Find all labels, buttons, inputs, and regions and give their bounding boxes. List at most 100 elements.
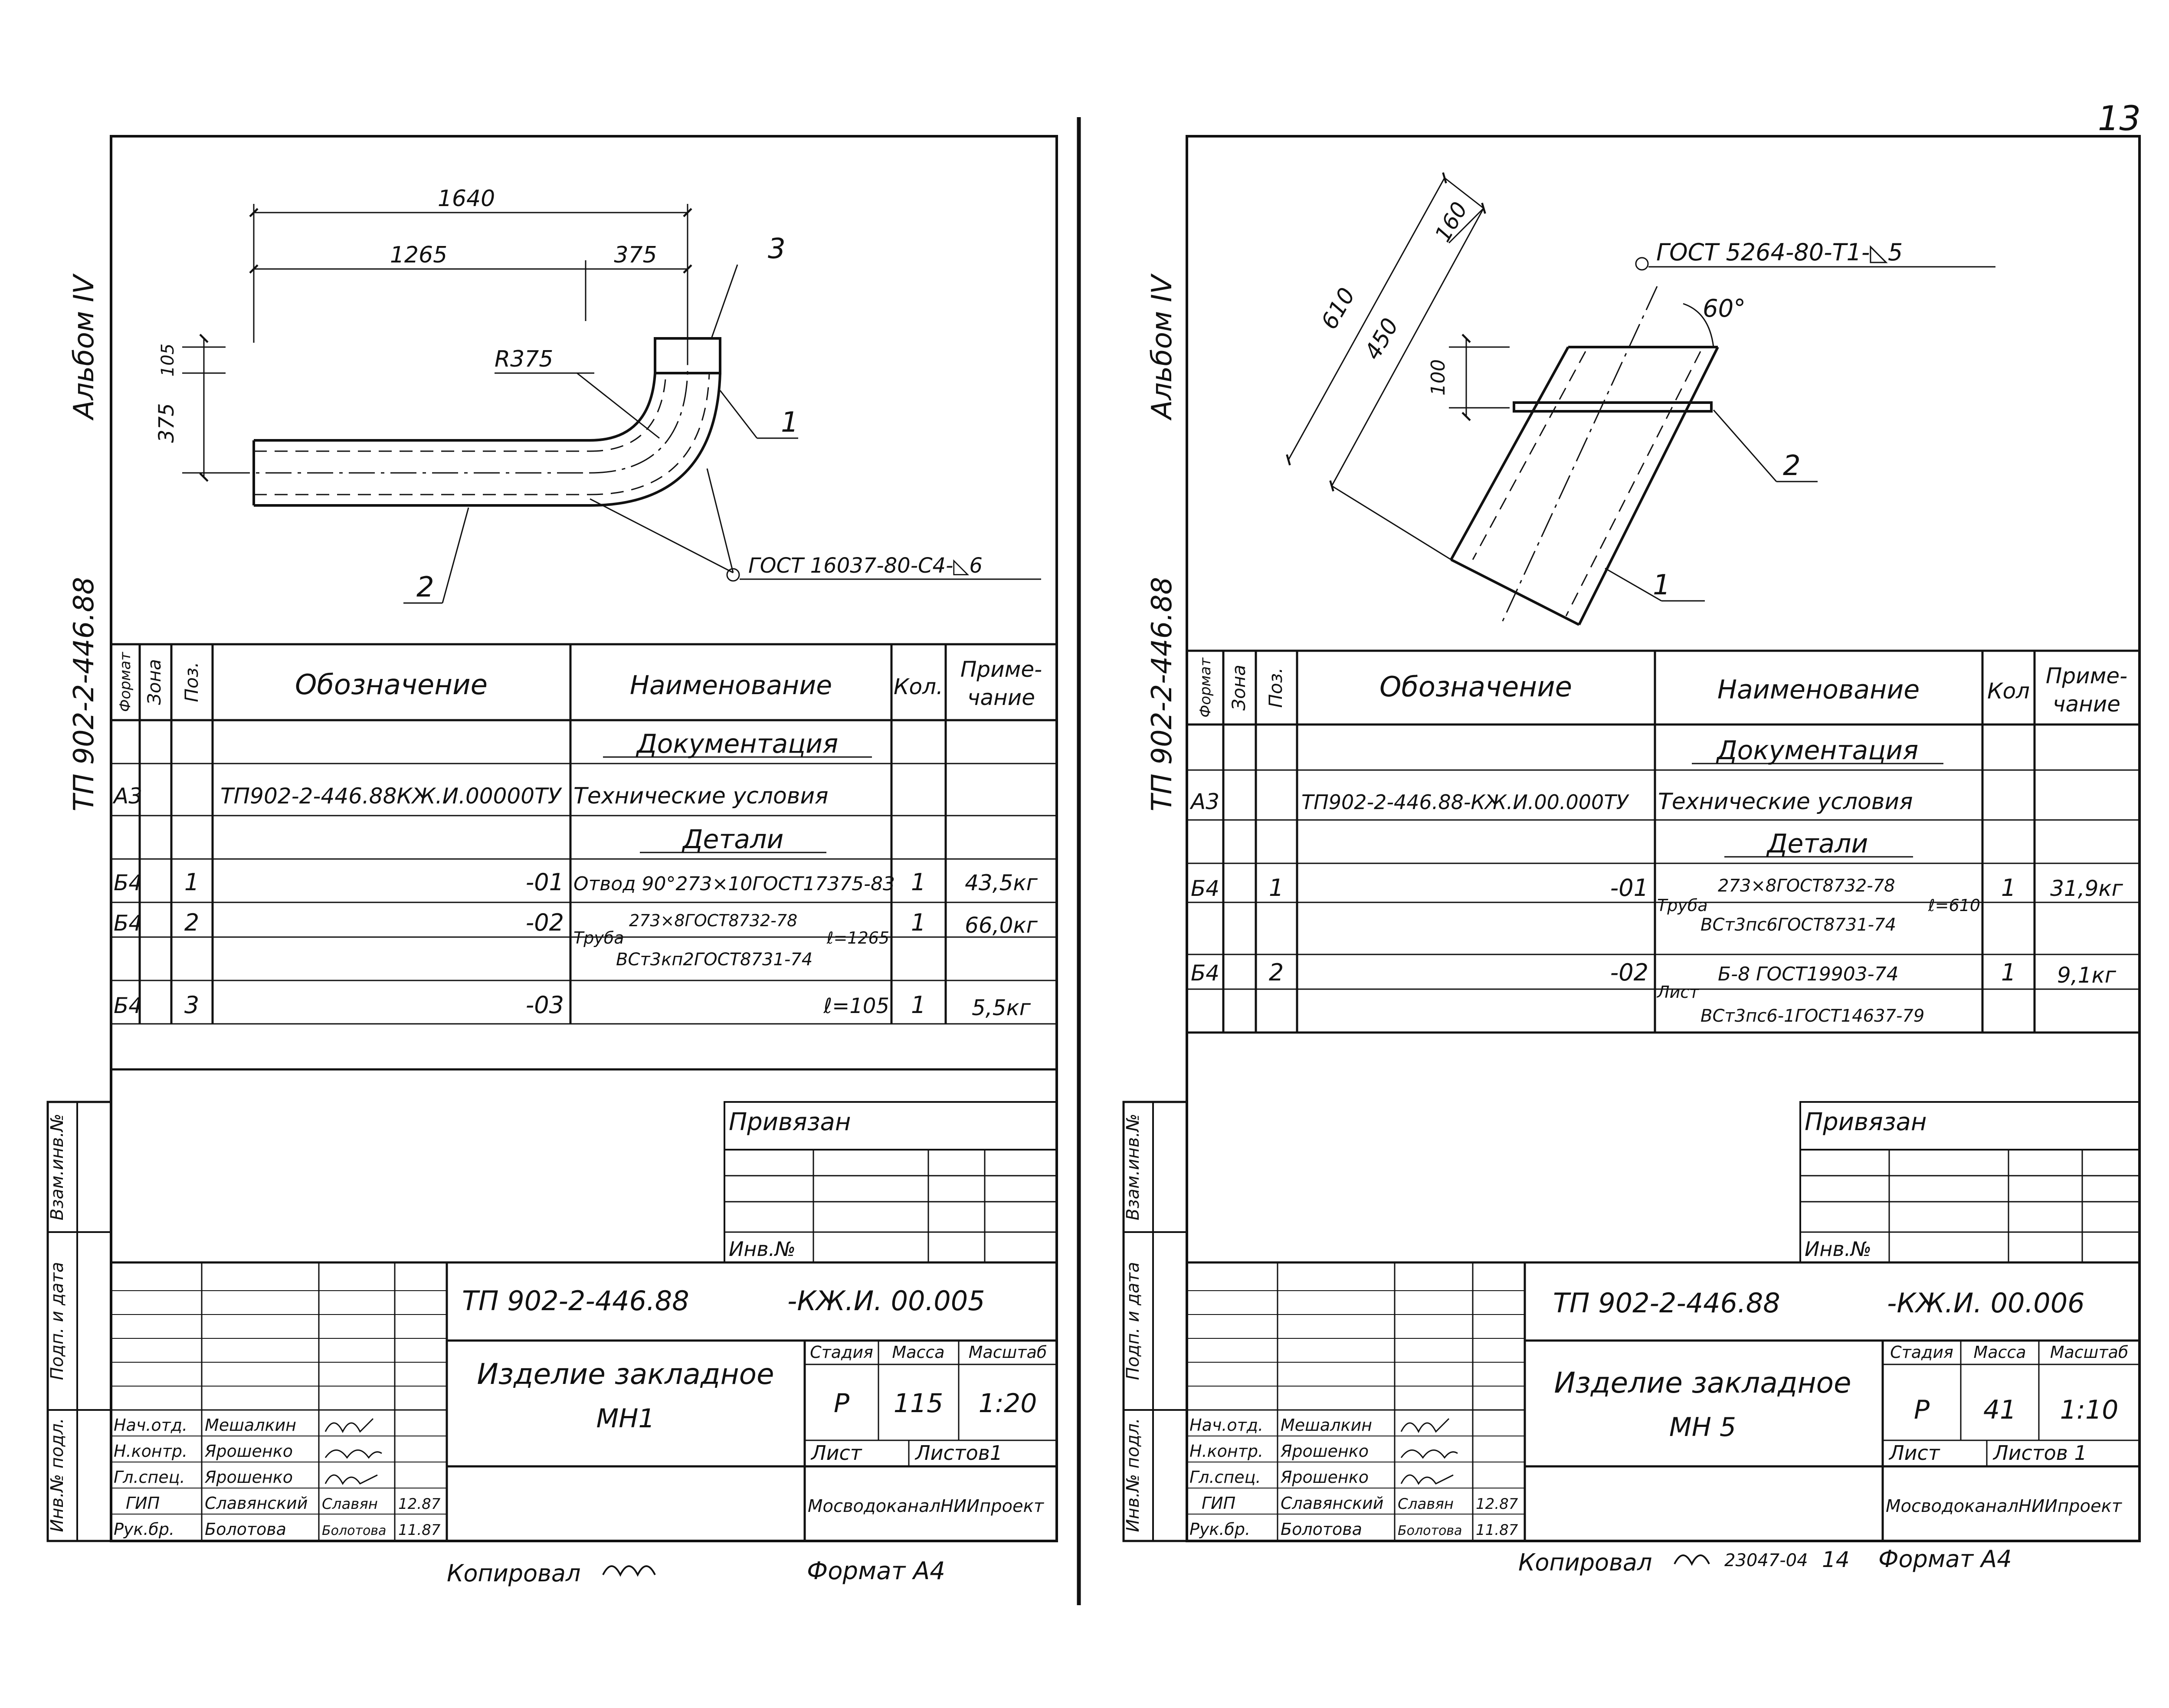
staff-name: Мешалкин	[1281, 1416, 1372, 1435]
sheets-count-label: Листов1	[914, 1441, 1003, 1465]
row-format: Б4	[114, 911, 142, 936]
row-pos: 3	[184, 991, 199, 1019]
title-code: ТП 902-2-446.88	[1553, 1287, 1780, 1319]
dim-450: 450	[1360, 314, 1404, 364]
row-format: Б4	[114, 993, 142, 1018]
row-name: ℓ=105	[823, 994, 889, 1018]
section-parts: Детали	[1766, 829, 1868, 859]
inv-no-label: Инв.№	[729, 1237, 796, 1261]
row-note: 31,9кг	[2050, 876, 2123, 901]
col-zone-header: Зона	[1228, 665, 1249, 711]
col-format-header: Формат	[1197, 657, 1214, 718]
privyazan-block	[1799, 1101, 2140, 1263]
dim-total: 1640	[438, 186, 495, 212]
row-name-prefix: Труба	[1657, 896, 1708, 915]
side-stamp-column	[1122, 1101, 1188, 1542]
copy-number: 23047-04	[1724, 1551, 1808, 1570]
dim-radius: R375	[495, 346, 553, 372]
stage-value: Р	[1914, 1395, 1930, 1425]
stage-value: Р	[834, 1388, 850, 1419]
row-pos: 1	[1269, 874, 1284, 902]
staff-role: Рук.бр.	[1189, 1520, 1250, 1539]
staff-signature: Болотова	[1398, 1523, 1462, 1538]
title-code-suffix: -КЖ.И. 00.006	[1887, 1287, 2085, 1319]
signature-scribbles	[1400, 1418, 1458, 1485]
staff-signature: Славян	[322, 1495, 378, 1513]
dim-100: 100	[1427, 359, 1449, 396]
format-label: Формат А4	[1878, 1545, 2012, 1573]
row-name-prefix: Лист	[1656, 983, 1700, 1002]
row-format: А3	[112, 784, 142, 809]
section-documentation: Документация	[636, 729, 838, 759]
row-pos: 2	[1269, 959, 1284, 986]
row-designation: -03	[526, 991, 564, 1019]
inv-no-label: Инв.№	[1805, 1237, 1871, 1261]
side-stamp-inv: Инв.№ подл.	[47, 1418, 67, 1532]
staff-name: Славянский	[205, 1494, 308, 1513]
privyazan-block	[724, 1101, 1058, 1263]
row-designation: -02	[1610, 959, 1648, 986]
col-qty-header: Кол	[1987, 679, 2030, 704]
stage-label: Стадия	[1890, 1343, 1953, 1362]
copied-label: Копировал	[447, 1560, 581, 1587]
row-format: Б4	[114, 870, 142, 895]
staff-role: Гл.спец.	[114, 1468, 185, 1487]
product-title-2: МН 5	[1669, 1412, 1736, 1442]
staff-role: Н.контр.	[1189, 1442, 1263, 1461]
copy-sheet: 14	[1822, 1547, 1850, 1572]
col-name-header: Наименование	[1717, 675, 1920, 705]
row-qty: 1	[911, 991, 926, 1019]
product-title-2: МН1	[596, 1403, 655, 1434]
col-designation-header: Обозначение	[295, 669, 488, 701]
staff-name: Ярошенко	[204, 1442, 293, 1461]
row-note: 9,1кг	[2057, 963, 2117, 988]
side-stamp-vzam: Взам.инв.№	[1123, 1114, 1143, 1220]
row-format: Б4	[1191, 876, 1219, 901]
title-block	[1187, 1261, 2140, 1541]
row-note: 43,5кг	[965, 870, 1038, 895]
callout-2: 2	[416, 571, 434, 603]
side-stamp-podp: Подп. и дата	[1123, 1262, 1143, 1380]
staff-name: Славянский	[1281, 1494, 1383, 1513]
row-name: Отвод 90°273×10ГОСТ17375-83	[573, 873, 895, 895]
privyazan-label: Привязан	[1805, 1108, 1927, 1136]
staff-role: Нач.отд.	[1189, 1416, 1263, 1435]
staff-name: Ярошенко	[1280, 1468, 1369, 1487]
sheet-right: 610 450 160 100 60° 1 2 ГОСТ 5264-80-Т1-…	[1122, 135, 2141, 1576]
stage-label: Стадия	[810, 1343, 873, 1362]
row-note: 5,5кг	[972, 995, 1031, 1020]
staff-date: 11.87	[398, 1521, 441, 1539]
sheet-frame	[110, 135, 1058, 1542]
dim-610: 610	[1316, 284, 1360, 334]
row-name-bottom: ВСт3кп2ГОСТ8731-74	[616, 950, 813, 970]
side-stamp-vzam: Взам.инв.№	[47, 1114, 67, 1220]
row-pos: 1	[184, 869, 199, 896]
staff-role: Н.контр.	[114, 1442, 187, 1461]
col-note-header-1: Приме-	[2046, 663, 2127, 688]
scale-label: Масштаб	[2050, 1343, 2129, 1362]
row-name-prefix: Труба	[573, 928, 624, 947]
staff-signature: Славян	[1398, 1495, 1454, 1513]
dim-straight: 1265	[390, 242, 447, 268]
sheet-left: 1640 1265 375 R375 105 375 3 1 2 ГОСТ 16…	[46, 135, 1058, 1587]
row-format: А3	[1189, 789, 1219, 814]
col-name-header: Наименование	[630, 670, 832, 701]
copied-label: Копировал	[1518, 1549, 1652, 1576]
section-parts: Детали	[681, 824, 784, 855]
callout-1: 1	[1653, 569, 1671, 601]
mass-value: 115	[894, 1388, 944, 1419]
section-documentation: Документация	[1716, 735, 1918, 766]
row-name-suffix: ℓ=610	[1928, 896, 1980, 915]
dim-vertical-big: 375	[154, 403, 179, 443]
staff-date: 12.87	[1476, 1495, 1518, 1513]
staff-role: ГИП	[126, 1494, 160, 1513]
sheets-count-label: Листов 1	[1992, 1441, 2087, 1465]
col-note-header-1: Приме-	[960, 657, 1042, 682]
sheet-label: Лист	[1888, 1441, 1940, 1465]
staff-role: Гл.спец.	[1189, 1468, 1261, 1487]
callout-1: 1	[781, 407, 799, 439]
row-name-bottom: ВСт3пс6ГОСТ8731-74	[1700, 915, 1896, 935]
mass-label: Масса	[1973, 1343, 2026, 1362]
weld-symbol-label: ГОСТ 5264-80-Т1-◺5	[1656, 239, 1903, 266]
project-code-vertical: ТП 902-2-446.88	[68, 577, 100, 812]
